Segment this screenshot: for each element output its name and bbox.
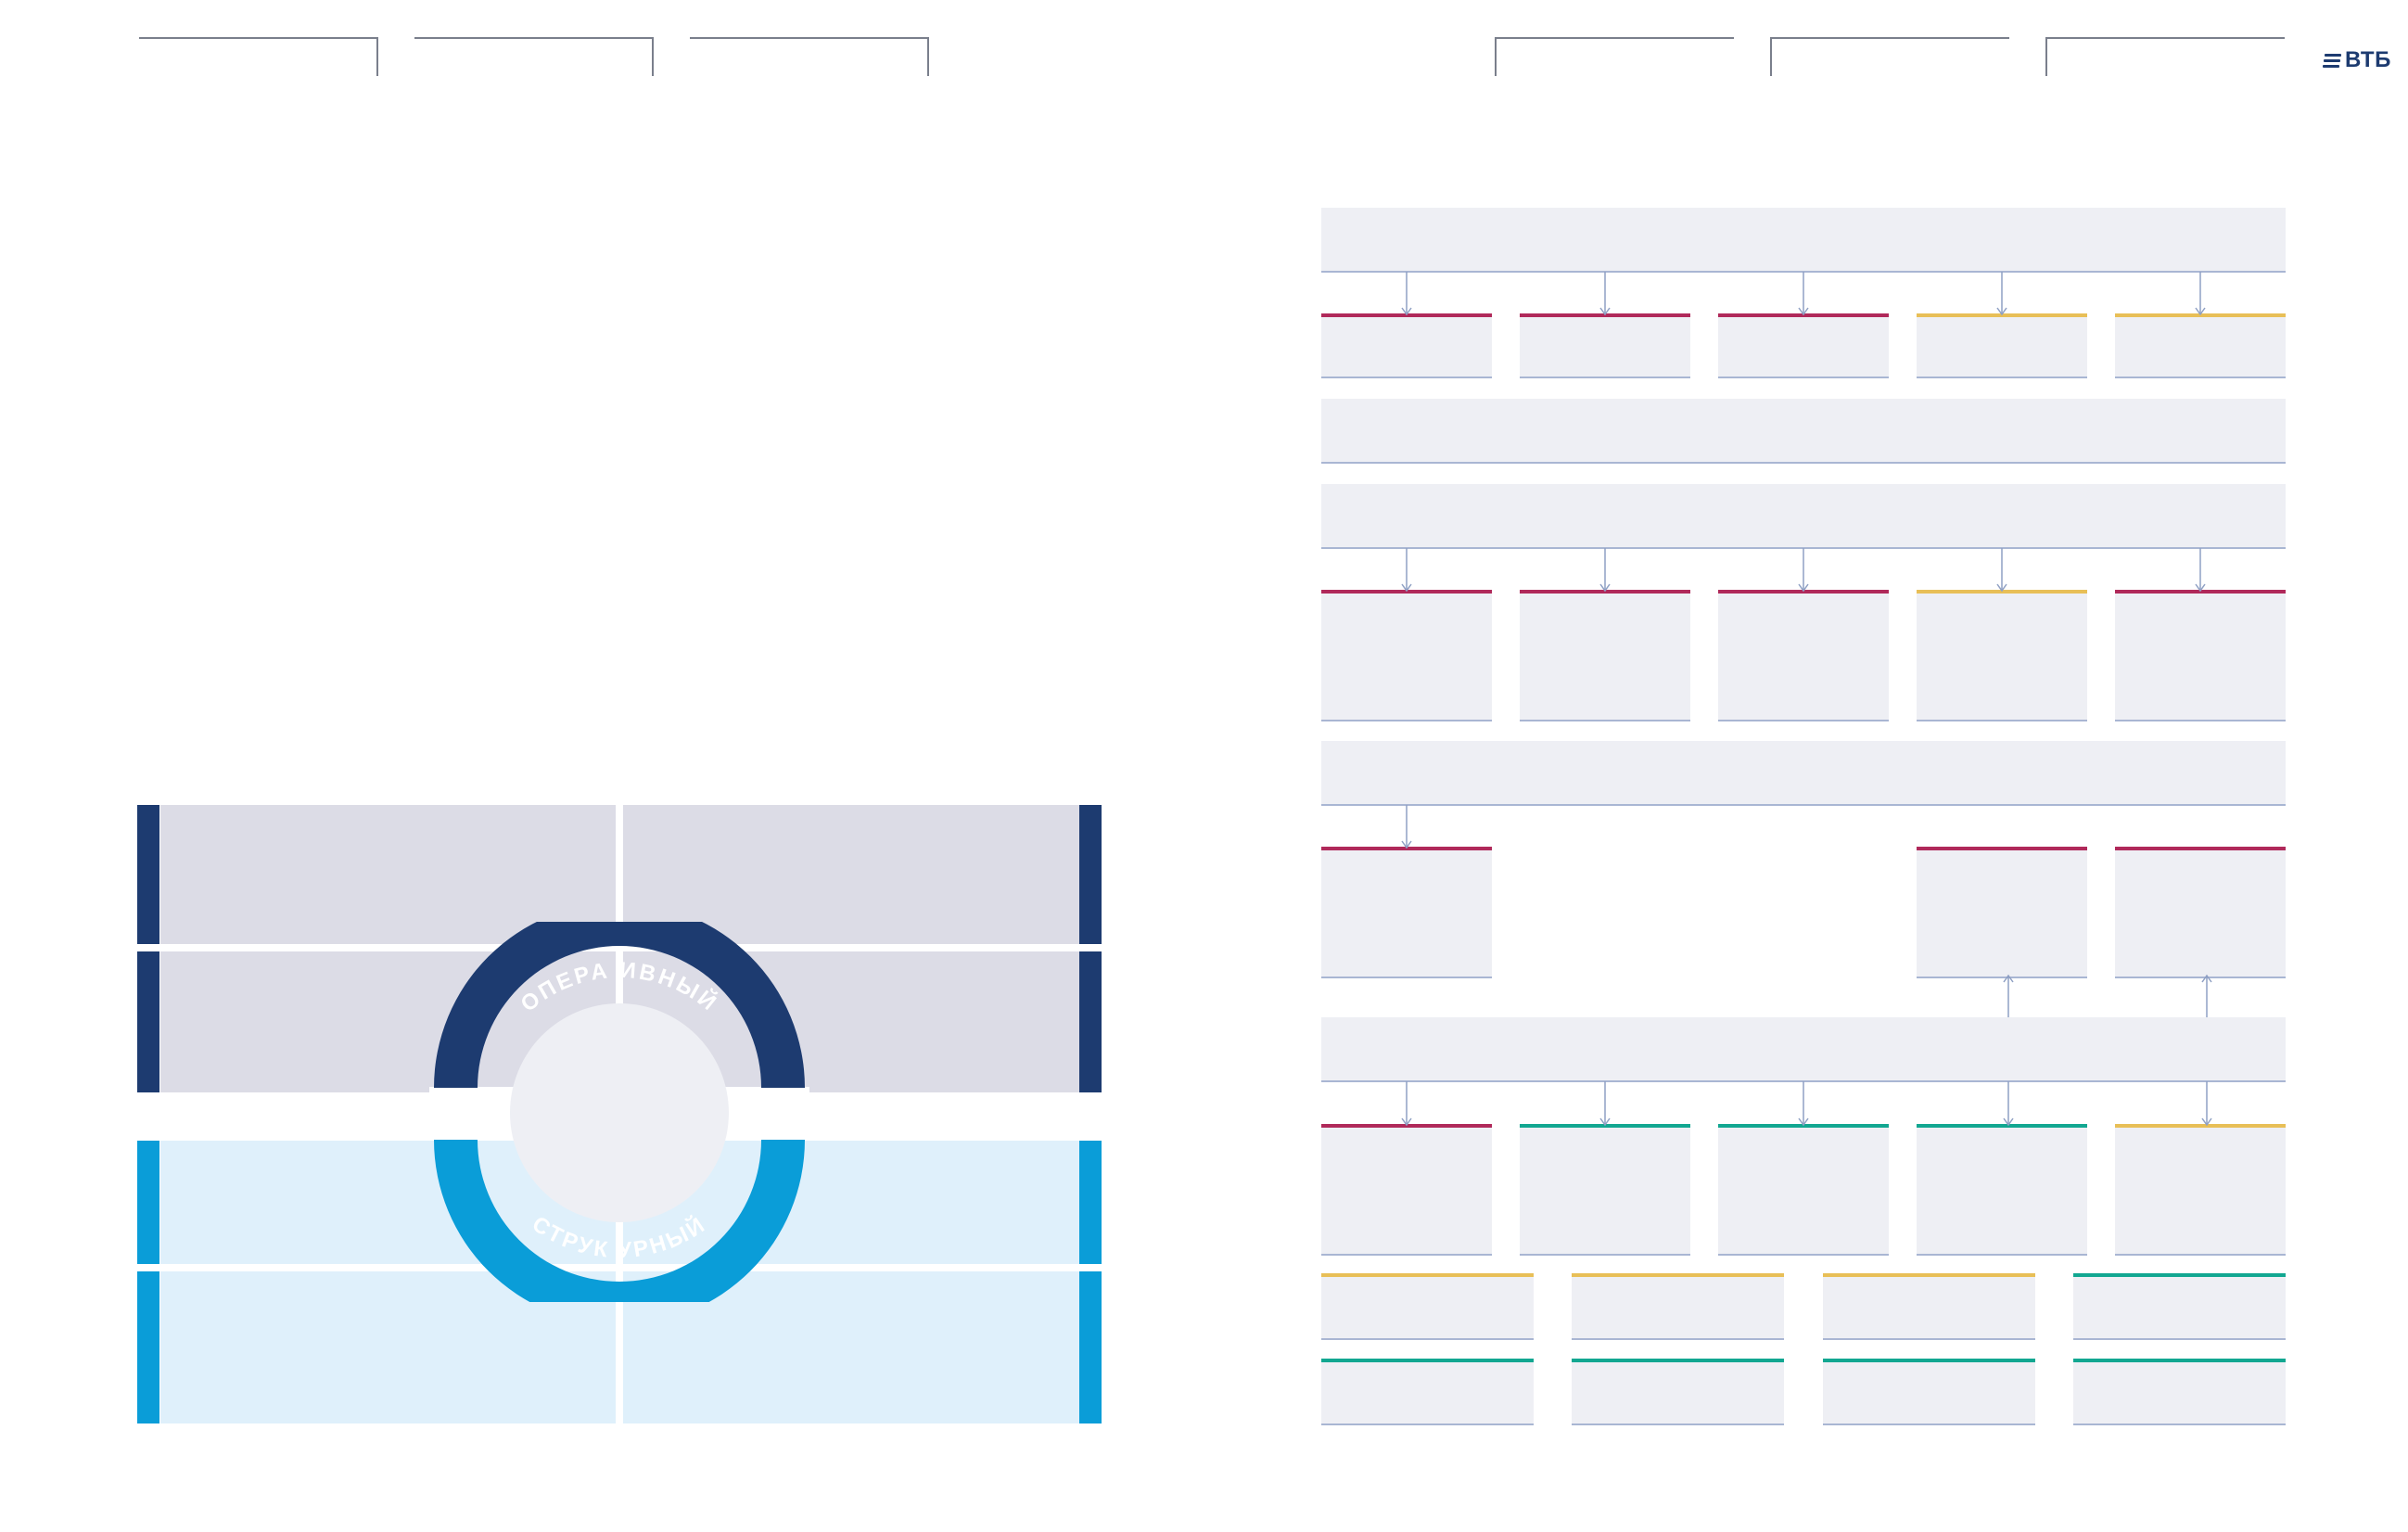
header-tab-6[interactable] <box>2045 37 2285 76</box>
row4-card-1 <box>1321 1124 1492 1256</box>
row4-card-2 <box>1520 1124 1690 1256</box>
header-tab-5[interactable] <box>1770 37 2009 76</box>
header-tab-3[interactable] <box>690 37 929 76</box>
card-accent-line <box>1823 1273 2035 1277</box>
row4-card-5 <box>2115 1124 2286 1256</box>
vtb-logo: ВТБ <box>2323 47 2391 72</box>
vtb-logo-stripes-icon <box>2323 51 2341 70</box>
header-tab-4[interactable] <box>1495 37 1734 76</box>
row6-card-3 <box>1823 1359 2035 1425</box>
edge-bar-right-mid <box>1079 951 1102 1092</box>
row5-card-4 <box>2073 1273 2286 1340</box>
connector-arrow <box>2195 548 2206 593</box>
row6-card-2 <box>1572 1359 1784 1425</box>
card-accent-line <box>1917 847 2087 850</box>
connector-arrow <box>2201 974 2212 1017</box>
cell-top-right-1 <box>623 805 1079 944</box>
connector-arrow <box>1798 272 1809 316</box>
edge-bar-right-bottom <box>1079 1271 1102 1423</box>
connector-arrow <box>1401 1081 1412 1127</box>
card-accent-line <box>1823 1359 2035 1362</box>
edge-bar-left-lower <box>137 1141 159 1264</box>
card-accent-line <box>1321 1359 1534 1362</box>
card-accent-line <box>1917 1124 2087 1128</box>
vtb-logo-text: ВТБ <box>2345 47 2391 72</box>
connector-arrow <box>1401 805 1412 849</box>
card-accent-line <box>2073 1273 2286 1277</box>
card-accent-line <box>1572 1273 1784 1277</box>
row2-card-3 <box>1718 590 1889 721</box>
card-accent-line <box>2115 847 2286 850</box>
ring-graphic: ОПЕРА ИВНЫЙ СТРУК УРНЫЙ <box>429 922 809 1302</box>
header-tab-1[interactable] <box>139 37 378 76</box>
left-diagram: ОПЕРА ИВНЫЙ СТРУК УРНЫЙ <box>137 805 1102 1426</box>
connector-arrow <box>1996 548 2007 593</box>
edge-bar-left-mid <box>137 951 159 1092</box>
row3-card-5 <box>2115 847 2286 978</box>
row3-card-4 <box>1917 847 2087 978</box>
ring-center-circle <box>510 1003 729 1222</box>
connector-arrow <box>1996 272 2007 316</box>
level-panel-2 <box>1321 399 2286 464</box>
row6-card-4 <box>2073 1359 2286 1425</box>
connector-arrow <box>1401 272 1412 316</box>
row2-card-2 <box>1520 590 1690 721</box>
row5-card-1 <box>1321 1273 1534 1340</box>
connector-arrow <box>2201 1081 2212 1127</box>
row5-card-2 <box>1572 1273 1784 1340</box>
level-panel-5 <box>1321 1017 2286 1082</box>
level-panel-4 <box>1321 741 2286 806</box>
edge-bar-left-top <box>137 805 159 944</box>
ring-bottom-half <box>434 1140 805 1302</box>
connector-arrow <box>2003 1081 2014 1127</box>
cell-top-left-1 <box>160 805 616 944</box>
row2-card-4 <box>1917 590 2087 721</box>
connector-arrow <box>1401 548 1412 593</box>
edge-bar-left-bottom <box>137 1271 159 1423</box>
connector-arrow <box>1599 272 1611 316</box>
row5-card-3 <box>1823 1273 2035 1340</box>
row4-card-4 <box>1917 1124 2087 1256</box>
card-accent-line <box>1572 1359 1784 1362</box>
connector-arrow <box>2003 974 2014 1017</box>
connector-arrow <box>1798 548 1809 593</box>
card-accent-line <box>2073 1359 2286 1362</box>
edge-bar-right-top <box>1079 805 1102 944</box>
connector-arrow <box>1599 548 1611 593</box>
row6-card-1 <box>1321 1359 1534 1425</box>
edge-bar-right-lower <box>1079 1141 1102 1264</box>
connector-arrow <box>2195 272 2206 316</box>
card-accent-line <box>2115 1124 2286 1128</box>
ring-top-half <box>434 922 805 1088</box>
connector-arrow <box>1798 1081 1809 1127</box>
header-tab-2[interactable] <box>414 37 654 76</box>
card-accent-line <box>1321 1273 1534 1277</box>
connector-arrow <box>1599 1081 1611 1127</box>
